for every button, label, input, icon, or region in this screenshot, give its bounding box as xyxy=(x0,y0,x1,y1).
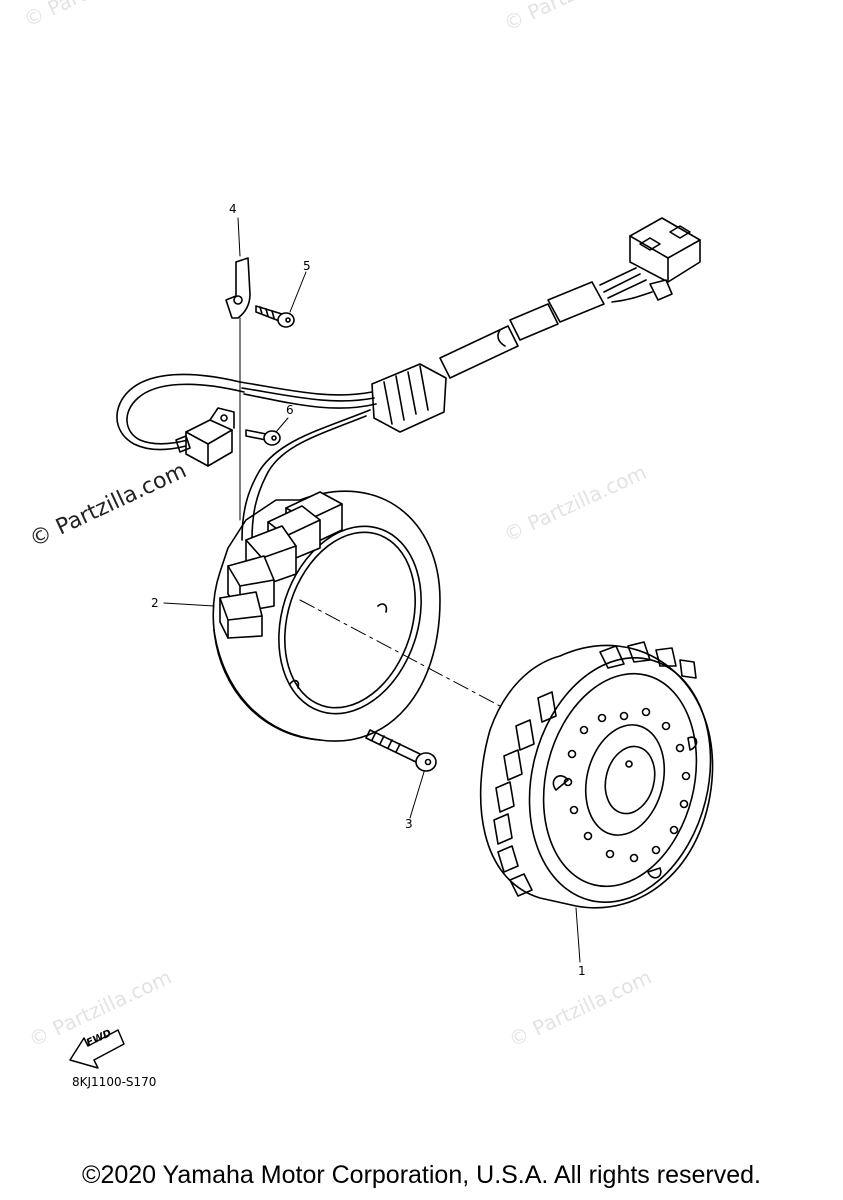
leader-lines xyxy=(163,217,581,963)
flywheel-rotor-part-1 xyxy=(479,641,714,909)
wire-bracket xyxy=(225,257,251,521)
fwd-arrow-icon xyxy=(69,1029,125,1069)
pickup-sensor xyxy=(175,407,235,467)
callout-part-4: 4 xyxy=(229,202,237,216)
screw-part-6 xyxy=(245,429,281,446)
diagram-code: 8KJ1100-S170 xyxy=(72,1075,157,1089)
callout-part-6: 6 xyxy=(286,403,294,417)
wire-sheath xyxy=(439,281,605,379)
callout-part-1: 1 xyxy=(578,964,586,978)
screw-part-5 xyxy=(255,305,295,328)
callout-part-2: 2 xyxy=(151,596,159,610)
stator-part-2 xyxy=(212,490,441,742)
center-line xyxy=(299,599,501,707)
callout-part-5: 5 xyxy=(303,259,311,273)
wire-connector xyxy=(599,217,701,303)
wire-harness xyxy=(116,373,377,541)
callout-part-3: 3 xyxy=(405,817,413,831)
bolt-part-3 xyxy=(365,729,437,772)
copyright-notice: ©2020 Yamaha Motor Corporation, U.S.A. A… xyxy=(82,1161,761,1189)
wire-grommet xyxy=(371,363,447,433)
